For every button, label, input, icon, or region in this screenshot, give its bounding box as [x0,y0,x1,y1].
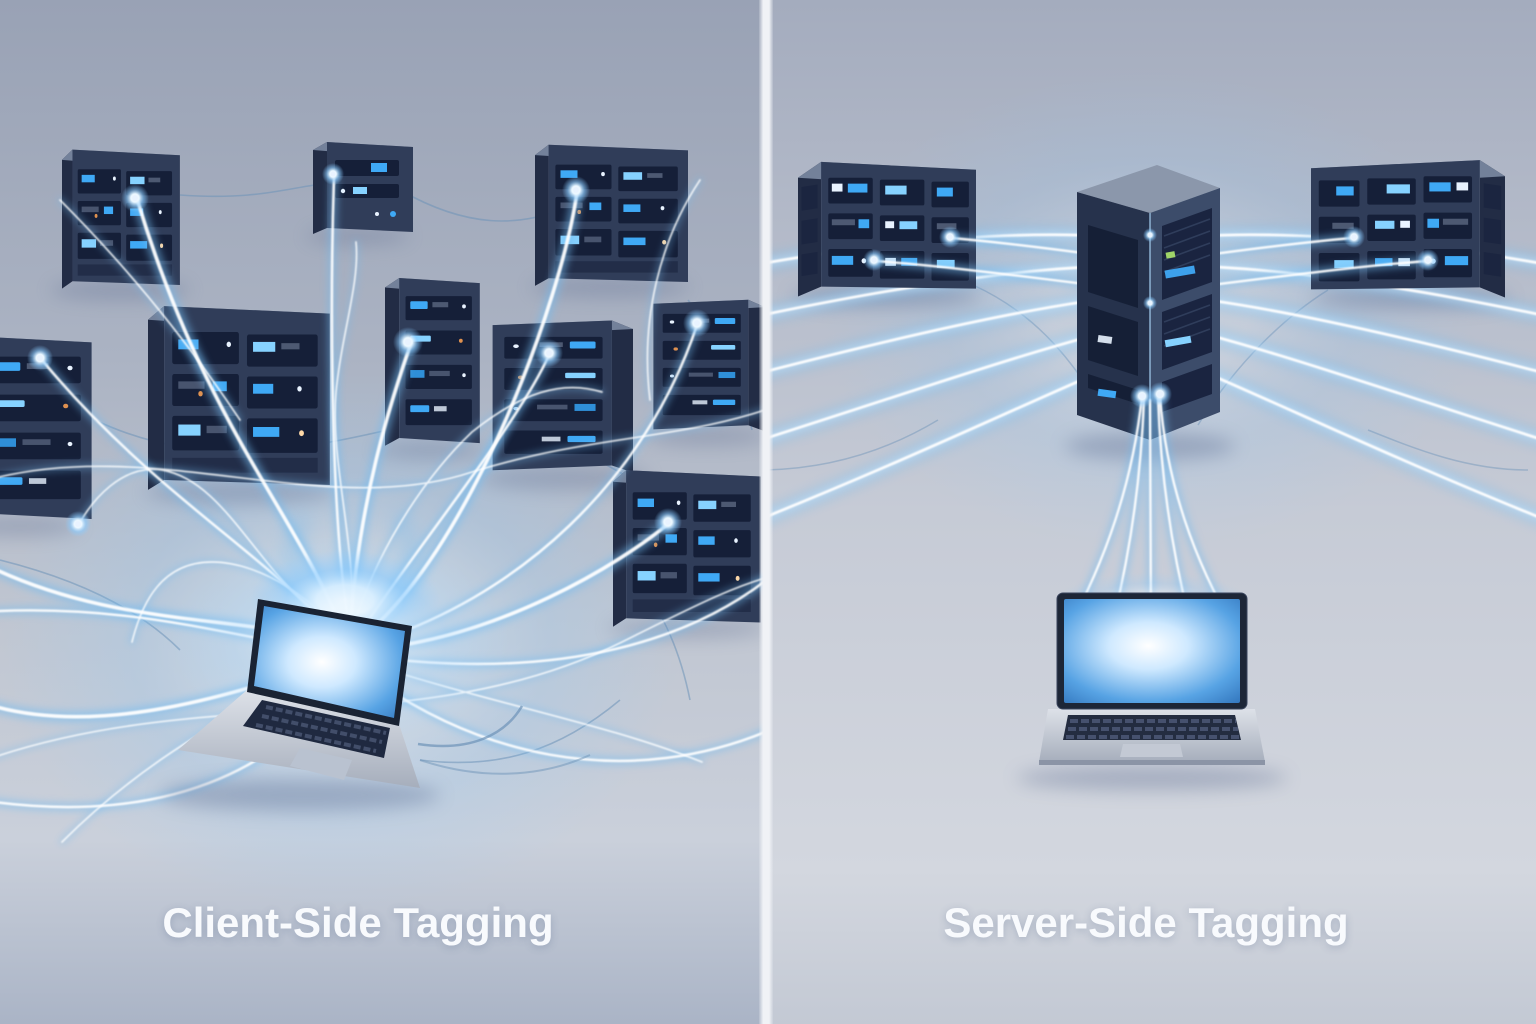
client-side-scene [0,0,768,1024]
server-side-label: Server-Side Tagging [943,899,1349,946]
client-laptop [160,599,591,811]
rack-connection-beams [863,226,1439,292]
laptop-screen [1064,599,1240,703]
laptop-base [178,690,420,788]
laptop-touchpad [1120,744,1183,757]
server-rack-right [1311,160,1505,298]
panel-divider [759,0,773,1024]
server-tower [313,142,413,234]
laptop-screen [254,606,405,718]
client-side-label: Client-Side Tagging [162,899,554,946]
server-side-scene [768,0,1536,1024]
laptop-cable [419,754,591,775]
laptop-shadow [160,779,440,811]
central-server-tower [1077,165,1220,440]
laptop-cable [417,705,524,748]
server-side-laptop [1039,592,1265,765]
laptop-touchpad [290,748,352,780]
